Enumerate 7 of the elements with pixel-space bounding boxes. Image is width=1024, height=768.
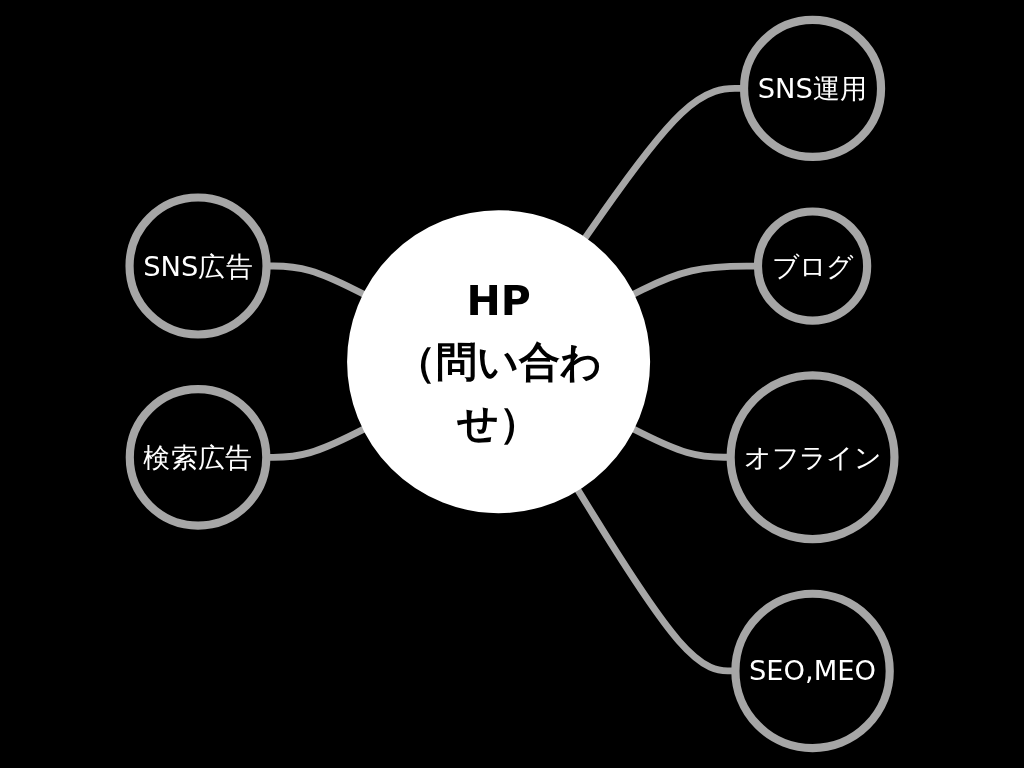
node-circle: ブログ — [753, 207, 872, 325]
node-circle: オフライン — [726, 371, 899, 544]
node-circle: SNS広告 — [125, 193, 271, 339]
node-circle: 検索広告 — [125, 385, 271, 530]
node-circle: SEO,MEO — [731, 589, 894, 753]
node-circle: SNS運用 — [739, 15, 886, 161]
node-circle: HP （問い合わせ） — [347, 210, 651, 514]
